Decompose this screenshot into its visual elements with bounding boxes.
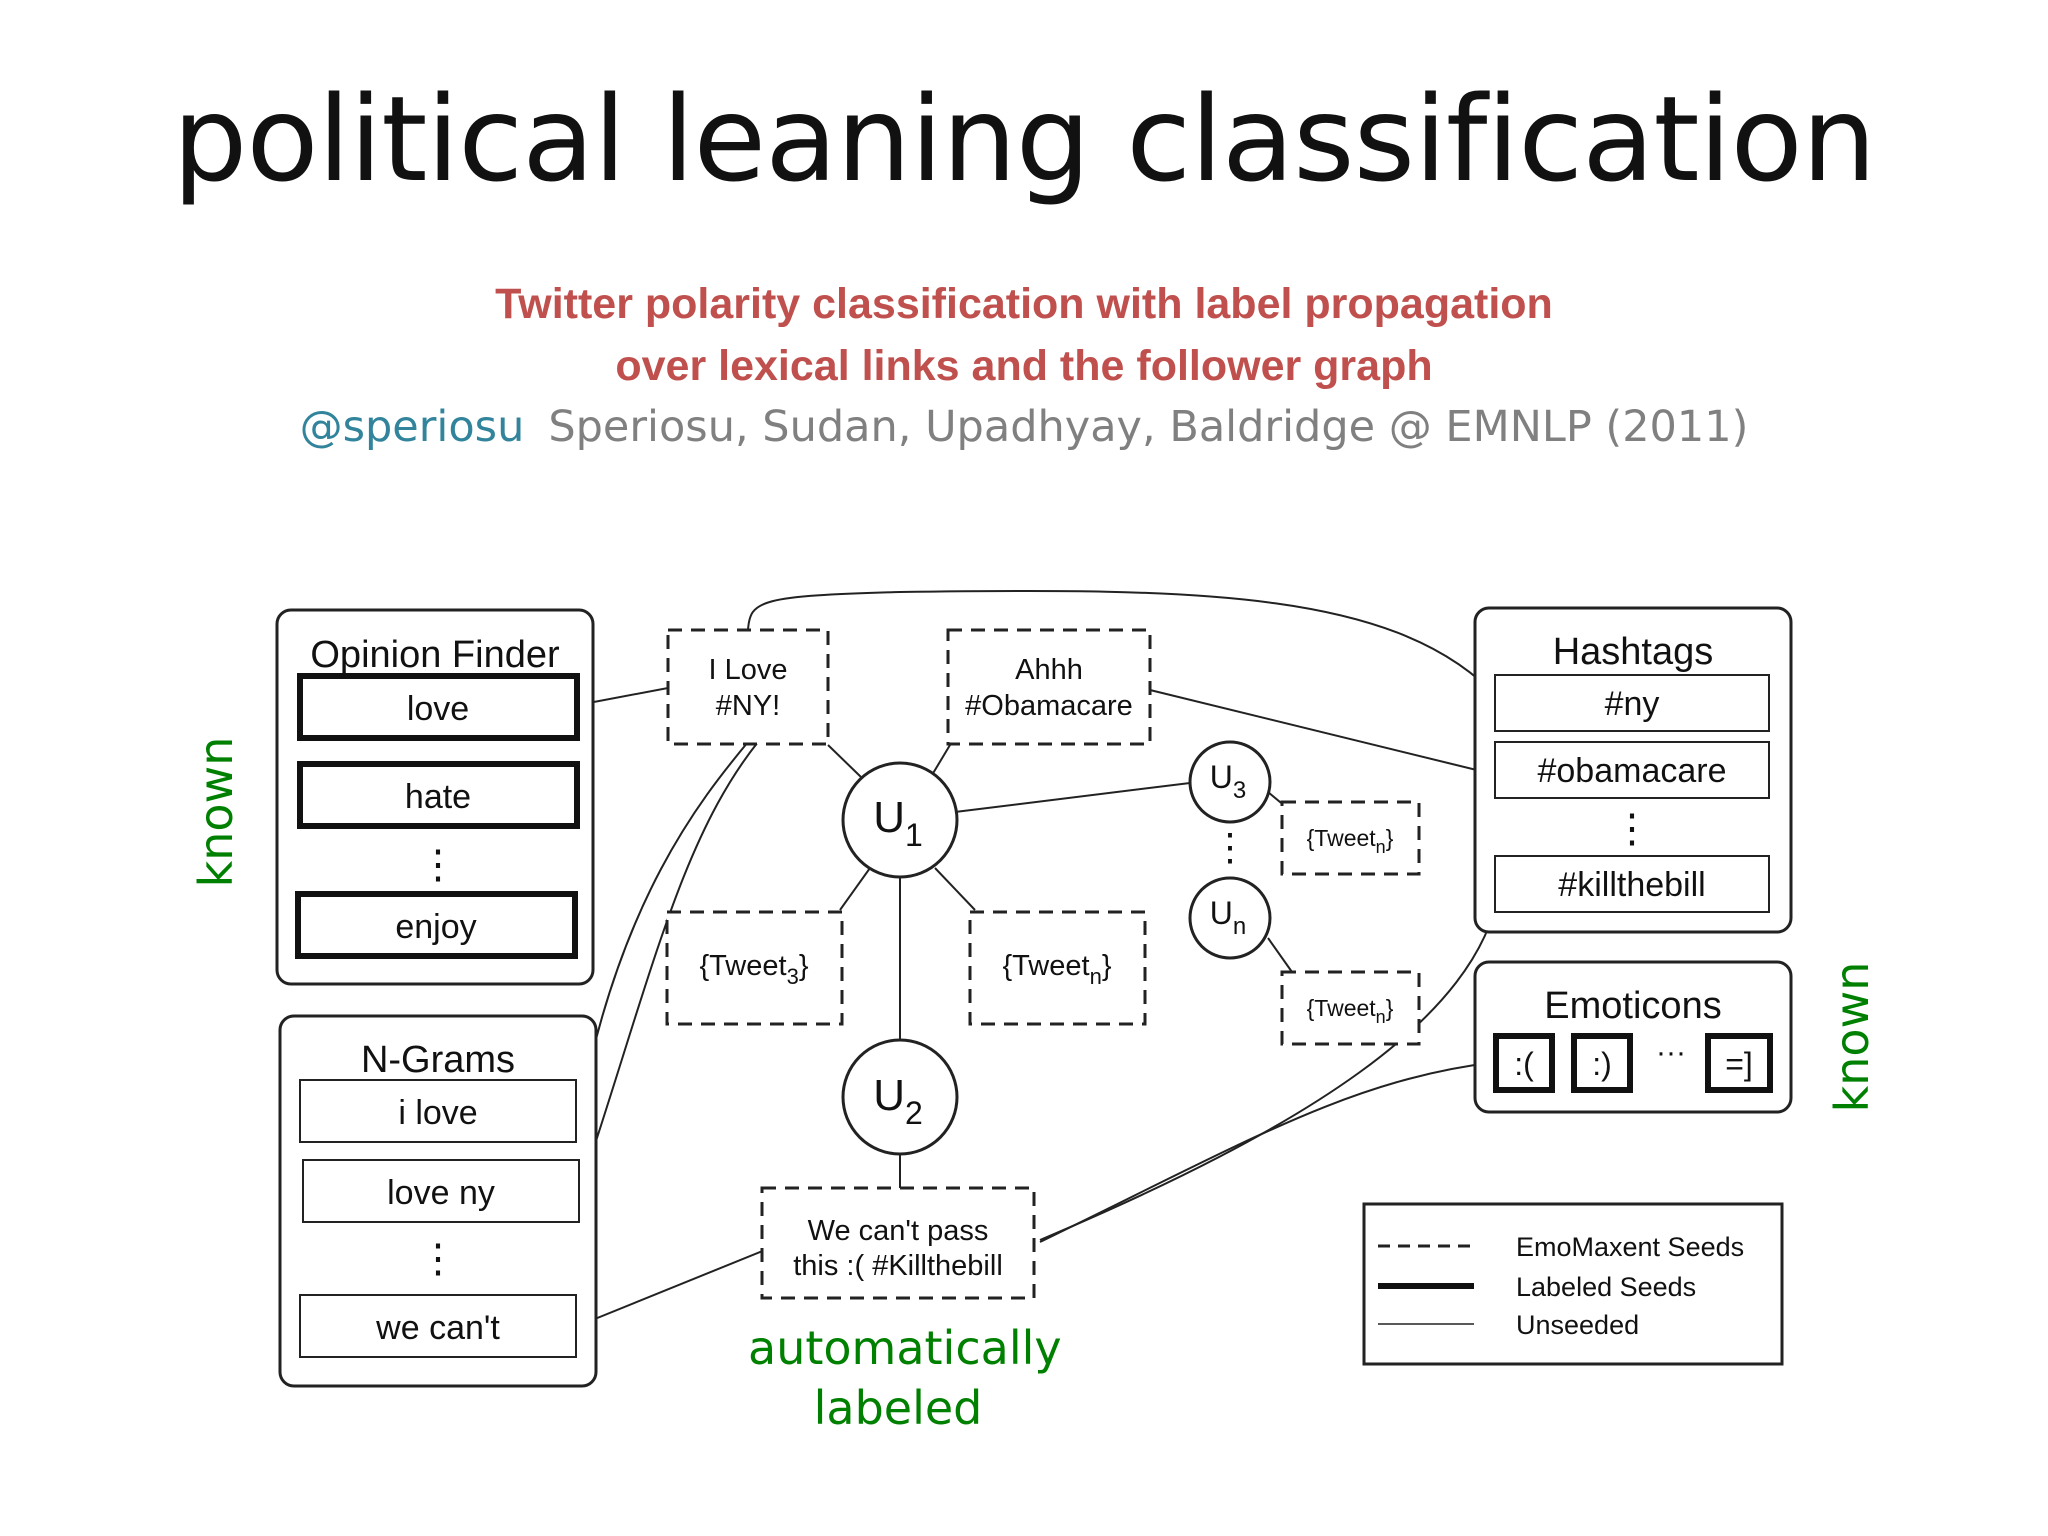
hashtags-title: Hashtags (1553, 631, 1714, 673)
emoticons-group: Emoticons :( :) ··· =] (1473, 960, 1793, 1114)
tweet-set-label-un: {Tweetn} (1307, 995, 1394, 1027)
edge-ahhh-u1 (931, 744, 951, 776)
user-node-un (1188, 876, 1272, 960)
tweet-set-label-3: {Tweet3} (700, 950, 809, 989)
ngrams-group: N-Grams i love love ny ⋮ we can't (278, 1014, 598, 1388)
edge-ilove-ilove-ngram (579, 741, 749, 1111)
emoticon-sad: :( (1514, 1046, 1534, 1082)
hashtag-label-obamacare: #obamacare (1537, 752, 1726, 790)
emoticons-title: Emoticons (1544, 985, 1721, 1027)
tweet-set-box-tweet3 (665, 910, 844, 1026)
auto-line-2: labeled (813, 1381, 983, 1435)
known-annotation-left: known (189, 736, 243, 888)
user-node-u2 (841, 1038, 959, 1156)
tweet-text: #NY! (716, 690, 780, 722)
user-label-u3: U3 (1210, 759, 1246, 804)
hashtag-box-ny (1494, 674, 1770, 732)
emoticon-box-wink (1705, 1033, 1773, 1093)
twitter-handle: @speriosu (299, 402, 525, 452)
edge-cant-wecant (579, 1249, 766, 1326)
edge-u1-tweetn (934, 867, 976, 911)
edge-u1-u3 (954, 782, 1191, 813)
legend: EmoMaxent Seeds Labeled Seeds Unseeded (1362, 1202, 1784, 1366)
edge-ilove-ny-curve (747, 589, 1501, 701)
ngram-label-we-cant: we can't (375, 1309, 500, 1347)
user-node-u1 (841, 761, 959, 879)
tweet-text: I Love (709, 654, 788, 686)
seed-label-hate: hate (405, 778, 471, 816)
tweet-set-box-un (1280, 970, 1421, 1046)
known-annotation-right: known (1825, 961, 1879, 1113)
hashtags-group: Hashtags #ny #obamacare ⋮ #killthebill (1473, 606, 1793, 934)
ngram-label-love-ny: love ny (387, 1174, 495, 1212)
edge-cant-killthebill (1039, 885, 1501, 1241)
user-label-u2: U2 (873, 1071, 923, 1131)
emoticon-smile: :) (1592, 1046, 1612, 1082)
seed-label-enjoy: enjoy (395, 908, 476, 946)
legend-label: Unseeded (1516, 1310, 1639, 1340)
tweet-set-box-u3 (1280, 800, 1421, 876)
opinion-finder-title: Opinion Finder (310, 634, 560, 676)
edge-un-tweet (1267, 937, 1293, 973)
tweet-text: We can't pass (808, 1215, 989, 1247)
automatically-labeled-annotation: automatically labeled (748, 1318, 1062, 1438)
tweet-set-box-tweetn (968, 910, 1147, 1026)
tweet-set-label-u3: {Tweetn} (1307, 825, 1394, 857)
seed-label-love: love (407, 690, 469, 728)
vertical-ellipsis: ⋮ (1612, 807, 1652, 851)
tweet-text: #Obamacare (965, 690, 1133, 722)
edge-ahhh-obamacare (1149, 689, 1498, 776)
legend-label: EmoMaxent Seeds (1516, 1232, 1744, 1262)
edge-u1-tweet3 (839, 867, 871, 911)
paper-title-line-2: over lexical links and the follower grap… (615, 342, 1433, 390)
tweet-box-ahhh-obamacare (946, 628, 1152, 746)
emoticon-box-sad (1493, 1033, 1555, 1093)
emoticon-wink: =] (1725, 1046, 1753, 1082)
ngram-label-i-love: i love (398, 1094, 477, 1132)
edge-ilove-u1 (827, 744, 863, 779)
opinion-finder-group: Opinion Finder love hate ⋮ enjoy (275, 608, 595, 986)
author-list: Speriosu, Sudan, Upadhyay, Baldridge @ E… (548, 402, 1749, 452)
tweet-text: Ahhh (1015, 654, 1083, 686)
vertical-ellipsis: ⋮ (1211, 827, 1249, 869)
hashtag-box-obamacare (1494, 741, 1770, 799)
paper-title-line-1: Twitter polarity classification with lab… (495, 280, 1553, 328)
ngrams-title: N-Grams (361, 1039, 515, 1081)
slide-title: political leaning classification (172, 70, 1877, 208)
user-label-un: Un (1210, 895, 1246, 940)
seed-box-enjoy (295, 891, 578, 959)
ngram-box-we-cant (299, 1294, 577, 1358)
hashtag-label-killthebill: #killthebill (1558, 866, 1705, 904)
seed-box-love (297, 673, 580, 741)
tweet-box-i-love-ny (666, 628, 830, 746)
edge-cant-sad-emoticon (1039, 1061, 1497, 1243)
hashtag-box-killthebill (1494, 855, 1770, 913)
vertical-ellipsis: ⋮ (418, 843, 458, 887)
ngram-box-love-ny (302, 1159, 580, 1223)
vertical-ellipsis: ⋮ (418, 1237, 458, 1281)
tweet-box-we-cant-pass (760, 1186, 1036, 1300)
ngram-box-i-love (299, 1079, 577, 1143)
tweet-text: this :( #Killthebill (793, 1250, 1003, 1282)
auto-line-1: automatically (748, 1321, 1062, 1375)
emoticon-box-smile (1571, 1033, 1633, 1093)
user-label-u1: U1 (873, 793, 923, 853)
seed-box-hate (297, 761, 580, 829)
hashtag-label-ny: #ny (1605, 685, 1660, 723)
legend-label: Labeled Seeds (1516, 1272, 1696, 1302)
tweet-set-label-n: {Tweetn} (1003, 950, 1112, 989)
user-node-u3 (1188, 740, 1272, 824)
horizontal-ellipsis: ··· (1656, 1036, 1686, 1069)
citation: @speriosu Speriosu, Sudan, Upadhyay, Bald… (0, 402, 2048, 452)
